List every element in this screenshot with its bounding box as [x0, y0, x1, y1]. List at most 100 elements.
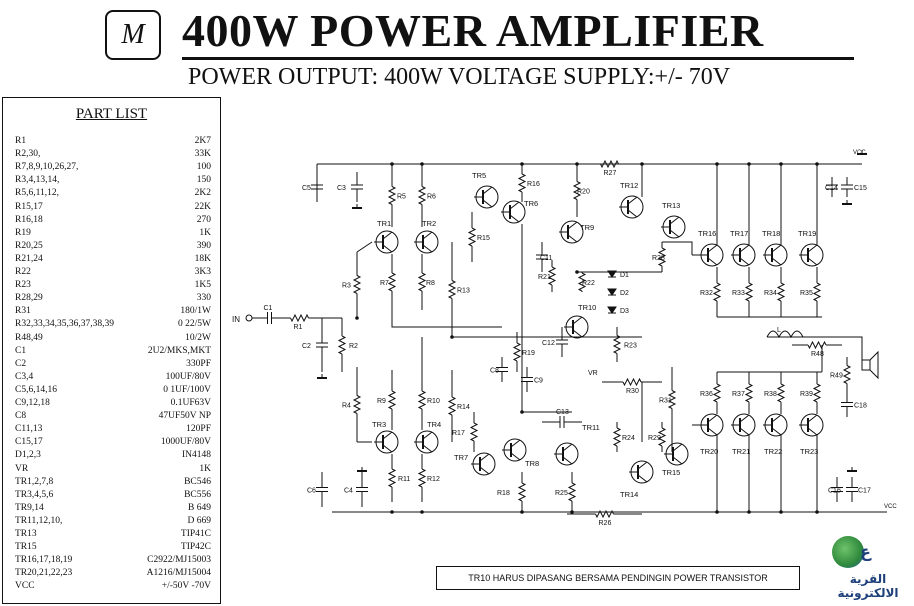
part-value: 330PF: [186, 358, 211, 369]
transistor-label: TR20: [700, 447, 718, 456]
part-value: 120PF: [186, 424, 211, 435]
part-value: D 669: [187, 515, 212, 526]
resistor-label: R7: [380, 280, 389, 287]
resistor: [337, 335, 347, 355]
transistor-lead: [479, 453, 490, 462]
transistor-lead: [707, 244, 718, 253]
transistor-label: TR2: [422, 219, 436, 228]
title-underline: [182, 57, 854, 60]
part-value: 390: [196, 240, 211, 251]
resistor-label: R27: [604, 170, 617, 177]
resistor-label: R6: [427, 194, 436, 201]
junction-dot: [715, 510, 719, 514]
transistor-lead: [771, 414, 782, 423]
part-value: 1000UF/80V: [160, 437, 211, 448]
junction-dot: [779, 162, 783, 166]
diode: [607, 306, 617, 314]
part-value: 47UF50V NP: [158, 411, 211, 422]
resistor-label: R1: [294, 324, 303, 331]
part-value: 2K2: [194, 188, 211, 199]
transistor-lead: [479, 466, 490, 475]
part-value: 10/2W: [185, 332, 211, 343]
resistor: [712, 282, 722, 302]
capacitor-label: C6: [307, 488, 316, 495]
transistor-lead: [562, 443, 573, 452]
part-name: R48,49: [15, 332, 43, 343]
resistor: [512, 342, 522, 362]
resistor-label: R21: [538, 274, 551, 281]
transistor-label: TR15: [662, 468, 680, 477]
resistor-label: R26: [599, 520, 612, 527]
resistor: [387, 390, 397, 410]
part-value: C2922/MJ15003: [147, 555, 211, 566]
transistor-lead: [572, 316, 583, 325]
capacitor-label: C17: [858, 488, 871, 495]
transistor-lead: [509, 201, 520, 210]
capacitor-label: C3: [337, 185, 346, 192]
diode-label: D1: [620, 272, 629, 279]
resistor: [447, 396, 457, 416]
wire: [391, 310, 502, 328]
part-list-row: VCC+/-50V -70V: [15, 580, 211, 593]
transistor-lead: [422, 231, 433, 240]
part-name: C3,4: [15, 371, 34, 382]
resistor-label: R11: [398, 476, 410, 483]
resistor: [469, 422, 479, 442]
diode-label: D2: [620, 290, 629, 297]
resistor: [387, 186, 397, 205]
part-name: R19: [15, 227, 31, 238]
resistor-label: R33: [732, 290, 745, 297]
capacitor-label: C9: [534, 378, 543, 385]
transistor-lead: [707, 427, 718, 436]
transistor-lead: [707, 414, 718, 423]
resistor: [417, 272, 427, 292]
capacitor-label: C13: [556, 409, 569, 416]
part-list-row: C3,4 100UF/80V: [15, 371, 211, 384]
logo-letter: M: [121, 19, 145, 50]
resistor-label: R29: [648, 435, 661, 442]
resistor: [517, 482, 527, 502]
part-value: IN4148: [181, 450, 211, 461]
transistor-label: TR10: [578, 303, 596, 312]
transistor-label: TR11: [582, 423, 600, 432]
capacitor-label: C18: [854, 403, 867, 410]
resistor-label: R24: [622, 435, 635, 442]
junction-dot: [779, 510, 783, 514]
transistor-label: TR5: [472, 171, 486, 180]
junction-dot: [520, 162, 524, 166]
resistor-label: R38: [764, 391, 777, 398]
resistor: [842, 365, 852, 384]
resistor: [467, 227, 477, 247]
transistor-lead: [482, 186, 493, 195]
junction-dot: [575, 270, 579, 274]
part-name: R20,25: [15, 240, 43, 251]
part-name: R32,33,34,35,36,37,38,39: [15, 319, 114, 330]
transistor-label: TR19: [798, 229, 816, 238]
part-name: C5,6,14,16: [15, 384, 57, 395]
resistor-label: R10: [427, 398, 440, 405]
part-name: R1: [15, 136, 27, 146]
part-value: 100UF/80V: [165, 371, 211, 382]
capacitor-label: C15: [854, 185, 867, 192]
transistor-lead: [422, 431, 433, 440]
part-value: TIP42C: [180, 542, 211, 553]
capacitor-label: C8: [490, 368, 499, 375]
input-label: IN: [232, 315, 240, 324]
resistor: [567, 482, 577, 502]
resistor: [657, 427, 667, 447]
resistor-label: R30: [626, 388, 639, 395]
part-value: 18K: [194, 253, 211, 264]
capacitor-label: C14: [825, 185, 838, 192]
wire: [842, 336, 863, 360]
